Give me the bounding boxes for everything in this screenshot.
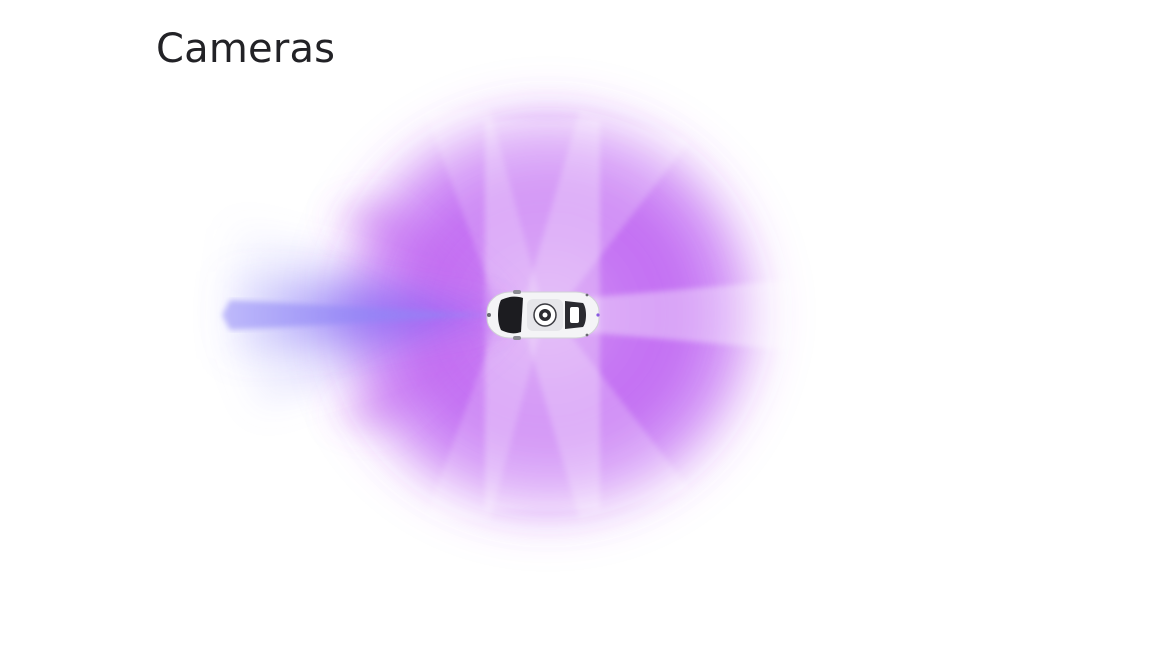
forward-camera-cones xyxy=(215,200,505,430)
page-title: Cameras xyxy=(156,26,336,72)
vehicle-top-view-icon xyxy=(486,290,600,340)
